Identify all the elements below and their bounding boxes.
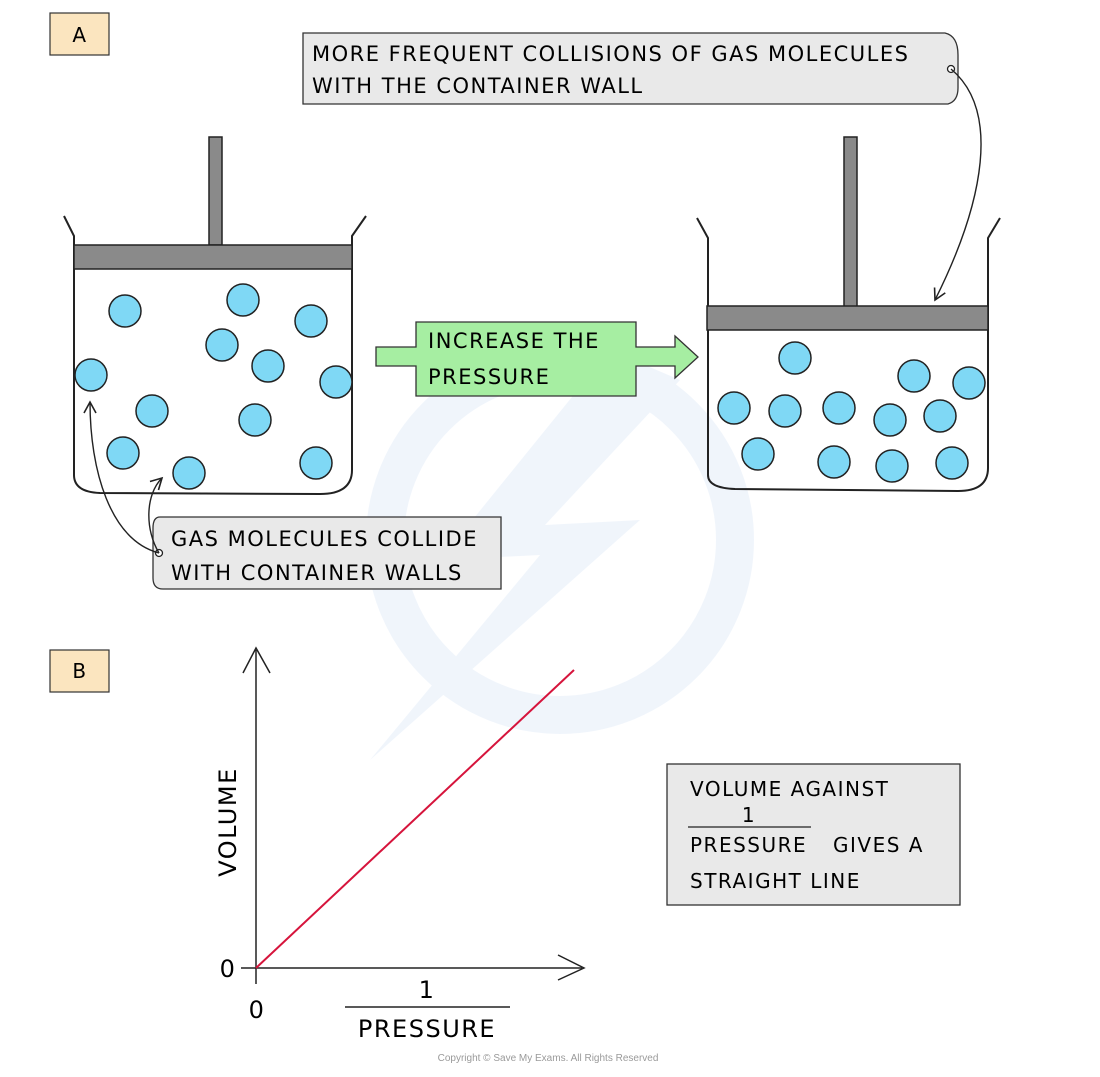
bottom-callout-line-2: WITH CONTAINER WALLS	[171, 561, 463, 585]
gas-molecule	[135, 394, 169, 428]
note-line-3: STRAIGHT LINE	[690, 869, 861, 893]
container-after	[696, 136, 1001, 493]
gas-molecule	[319, 365, 353, 399]
gas-molecule	[897, 359, 931, 393]
y-origin-label: 0	[220, 955, 237, 983]
gas-molecule	[952, 366, 986, 400]
piston-rod-after	[843, 136, 858, 308]
increase-pressure-arrow: INCREASE THE PRESSURE	[375, 321, 699, 397]
part-b-label: B	[72, 659, 87, 683]
gas-molecule	[238, 403, 272, 437]
gas-molecule	[873, 403, 907, 437]
gas-molecule	[108, 294, 142, 328]
gas-molecule	[768, 394, 802, 428]
gas-molecule	[923, 399, 957, 433]
gas-molecule	[106, 436, 140, 470]
top-callout-line-2: WITH THE CONTAINER WALL	[312, 74, 644, 98]
gas-molecule	[294, 304, 328, 338]
graph-note-box: VOLUME AGAINST 1 PRESSURE GIVES A STRAIG…	[666, 763, 961, 906]
piston-after	[706, 305, 989, 331]
gas-molecule	[817, 445, 851, 479]
container-before	[63, 136, 367, 496]
note-fraction-denominator: PRESSURE	[690, 833, 807, 857]
arrow-label-line-2: PRESSURE	[428, 365, 550, 389]
gas-molecule	[251, 349, 285, 383]
gas-molecule	[778, 341, 812, 375]
gas-molecule	[935, 446, 969, 480]
x-axis-label-denominator: PRESSURE	[358, 1015, 496, 1043]
gas-molecule	[822, 391, 856, 425]
bottom-callout-pointer-wall	[83, 400, 160, 554]
x-axis-arrowhead	[557, 954, 586, 981]
bottom-callout: GAS MOLECULES COLLIDE WITH CONTAINER WAL…	[152, 516, 502, 590]
bottom-callout-line-1: GAS MOLECULES COLLIDE	[171, 527, 478, 551]
gas-molecule	[172, 456, 206, 490]
note-fraction-numerator: 1	[742, 803, 756, 827]
y-axis-label: VOLUME	[214, 767, 242, 877]
piston-before	[73, 244, 353, 270]
part-b-label-box: B	[49, 649, 110, 693]
gas-molecule	[299, 446, 333, 480]
top-callout: MORE FREQUENT COLLISIONS OF GAS MOLECULE…	[302, 32, 959, 105]
top-callout-line-1: MORE FREQUENT COLLISIONS OF GAS MOLECULE…	[312, 42, 909, 66]
top-callout-pointer	[933, 68, 982, 302]
bottom-callout-pointer-molecule	[148, 476, 164, 554]
gas-molecule	[875, 449, 909, 483]
note-line-1: VOLUME AGAINST	[690, 777, 889, 801]
molecules-before	[74, 283, 353, 490]
arrow-label-line-1: INCREASE THE	[428, 329, 600, 353]
volume-vs-inverse-pressure-graph: 0 0 VOLUME 1 PRESSURE	[214, 646, 586, 1043]
y-axis-arrowhead	[242, 646, 271, 674]
part-a-label: A	[72, 23, 87, 47]
x-origin-label: 0	[249, 996, 266, 1024]
gas-molecule	[226, 283, 260, 317]
gas-molecule	[205, 328, 239, 362]
gas-molecule	[717, 391, 751, 425]
note-line-2-rest: GIVES A	[833, 833, 924, 857]
gas-molecule	[74, 358, 108, 392]
x-axis-label-numerator: 1	[419, 976, 436, 1004]
data-line	[255, 669, 575, 969]
part-a-label-box: A	[49, 12, 110, 56]
copyright-notice: Copyright © Save My Exams. All Rights Re…	[438, 1053, 659, 1064]
gas-molecule	[741, 437, 775, 471]
piston-rod-before	[208, 136, 223, 246]
molecules-after	[717, 341, 986, 483]
